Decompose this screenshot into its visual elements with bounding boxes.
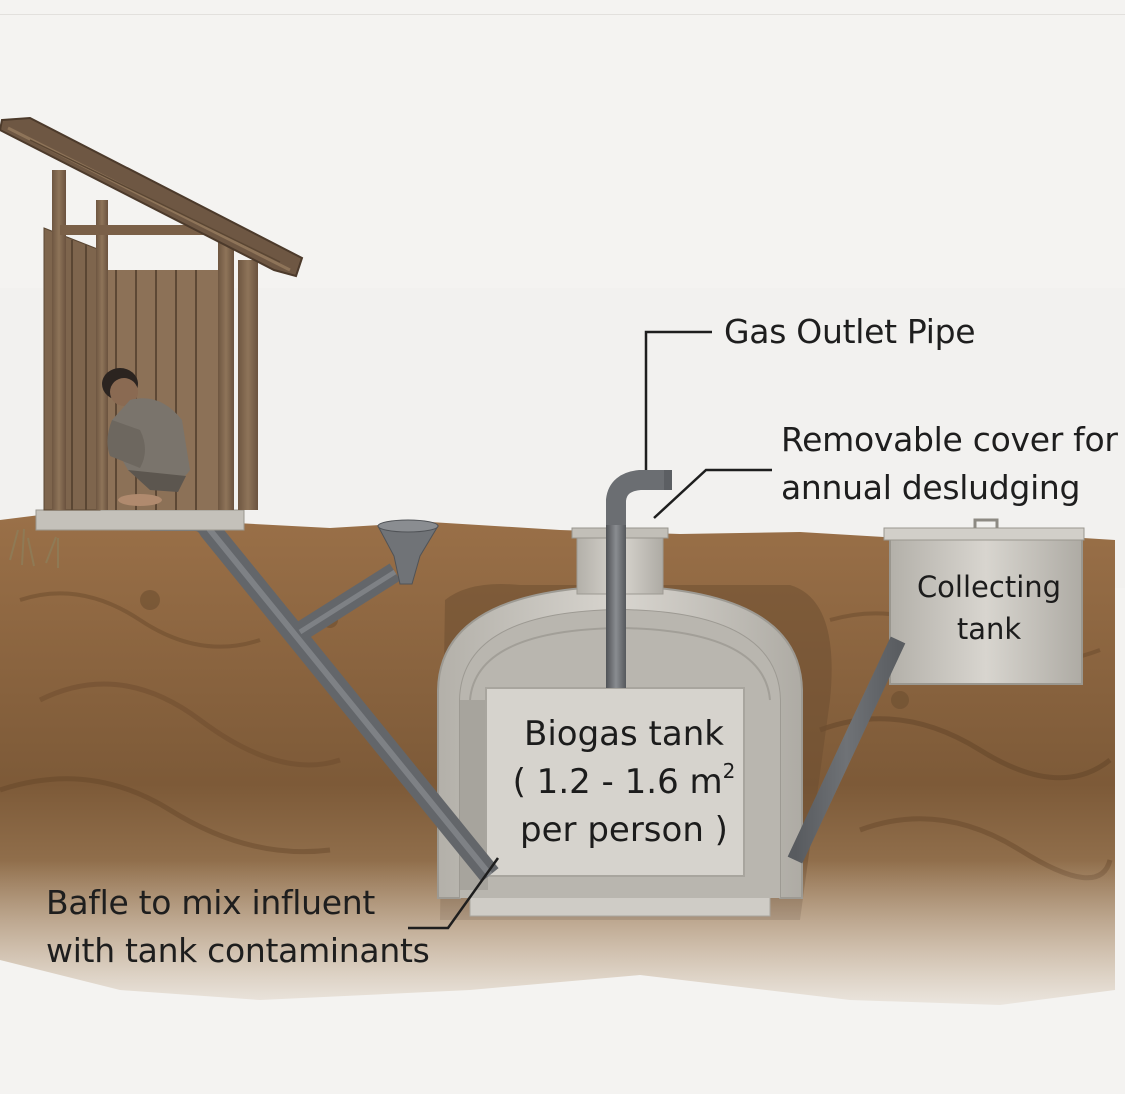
biogas-tank-volume-text: ( 1.2 - 1.6 m [512, 762, 723, 802]
biogas-tank-label-line-1: Biogas tank [524, 714, 724, 754]
toilet-base-slab [35, 509, 245, 531]
cover-leader [653, 468, 772, 519]
removable-cover-label-line-1: Removable cover for [781, 420, 1118, 459]
top-divider [0, 14, 1125, 15]
collecting-tank [883, 518, 1085, 685]
biogas-tank-label-line-2: ( 1.2 - 1.6 m2 [506, 758, 742, 806]
bafle-label-line-1: Bafle to mix influent [46, 883, 376, 922]
gas-outlet-pipe-label: Gas Outlet Pipe [724, 312, 976, 351]
removable-cover-label: Removable cover for annual desludging [781, 416, 1118, 512]
removable-cover-label-line-2: annual desludging [781, 468, 1081, 507]
biogas-tank-label-line-3: per person ) [520, 810, 728, 850]
gas-outlet-pipe [606, 470, 672, 688]
bafle-label: Bafle to mix influent with tank contamin… [46, 879, 430, 975]
biogas-tank-label: Biogas tank ( 1.2 - 1.6 m2 per person ) [506, 710, 742, 854]
gas-outlet-leader [644, 330, 712, 470]
squatting-person [102, 368, 190, 506]
collecting-tank-label-line-2: tank [956, 612, 1022, 646]
biogas-tank-superscript: 2 [722, 759, 736, 783]
leader-lines [408, 330, 772, 930]
collecting-tank-label: Collecting tank [906, 566, 1072, 650]
bafle-label-line-2: with tank contaminants [46, 931, 430, 970]
collecting-tank-label-line-1: Collecting [916, 570, 1062, 604]
funnel-inlet [377, 519, 439, 585]
bafle-leader [408, 857, 500, 930]
